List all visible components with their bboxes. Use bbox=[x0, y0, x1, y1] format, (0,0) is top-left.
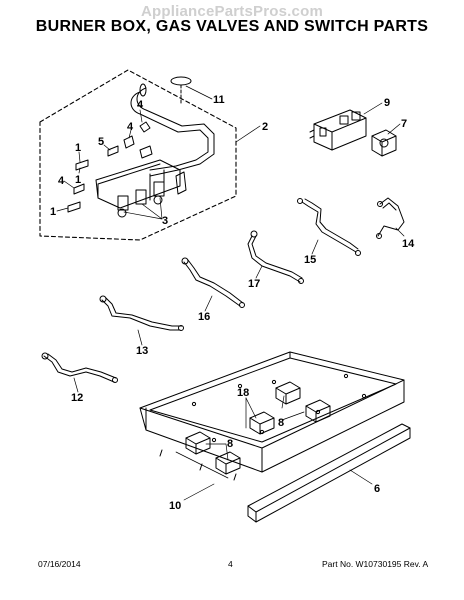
callout-9: 9 bbox=[384, 97, 390, 109]
footer-page-number: 4 bbox=[228, 559, 233, 569]
callout-1-bottom: 1 bbox=[50, 206, 56, 218]
gas-tube-17 bbox=[247, 230, 304, 284]
pan-leader-lines bbox=[183, 395, 373, 501]
switch-part bbox=[309, 109, 367, 151]
callout-8-left: 8 bbox=[227, 438, 233, 450]
burner-box-pan-part bbox=[139, 351, 405, 481]
callout-14: 14 bbox=[402, 238, 415, 250]
gas-tube-13 bbox=[99, 295, 184, 331]
gas-valve-manifold-part bbox=[95, 159, 187, 218]
assembly-boundary-outline bbox=[39, 69, 237, 241]
callout-1-mid: 1 bbox=[75, 174, 81, 186]
callout-7: 7 bbox=[401, 118, 407, 130]
callout-17: 17 bbox=[248, 278, 260, 290]
assembly-leader-lines bbox=[56, 85, 261, 220]
callout-18: 18 bbox=[237, 387, 249, 399]
callout-15: 15 bbox=[304, 254, 316, 266]
gas-tube-15 bbox=[297, 198, 361, 256]
trim-strip-part bbox=[247, 423, 411, 523]
burner-brackets-parts bbox=[185, 381, 331, 475]
valve-clips-parts bbox=[67, 121, 153, 213]
callout-16: 16 bbox=[198, 311, 210, 323]
callout-4-left: 4 bbox=[58, 175, 65, 187]
callout-13: 13 bbox=[136, 345, 148, 357]
callout-10: 10 bbox=[169, 500, 181, 512]
callout-2: 2 bbox=[262, 121, 268, 133]
callout-11: 11 bbox=[213, 94, 225, 106]
callout-1-top: 1 bbox=[75, 142, 81, 154]
footer-date: 07/16/2014 bbox=[38, 559, 81, 569]
manifold-tube bbox=[130, 83, 215, 177]
watermark: AppliancePartsPros.com bbox=[141, 3, 323, 20]
footer-part-info: Part No. W10730195 Rev. A bbox=[322, 559, 429, 569]
gas-tube-16 bbox=[181, 257, 245, 308]
callout-6: 6 bbox=[374, 483, 380, 495]
callout-4-upper: 4 bbox=[137, 99, 144, 111]
gas-tube-14 bbox=[376, 197, 405, 239]
page-title: BURNER BOX, GAS VALVES AND SWITCH PARTS bbox=[35, 18, 429, 35]
burner-cap-part bbox=[170, 76, 192, 105]
callout-labels: 1 5 4 1 4 4 1 3 11 2 9 7 14 15 17 16 13 … bbox=[50, 94, 415, 512]
callout-5: 5 bbox=[98, 136, 104, 148]
spark-module-part bbox=[371, 129, 397, 157]
callout-3: 3 bbox=[162, 215, 168, 227]
gas-tube-12 bbox=[41, 352, 118, 383]
callout-12: 12 bbox=[71, 392, 83, 404]
callout-4-top: 4 bbox=[127, 121, 134, 133]
callout-8-right: 8 bbox=[278, 417, 284, 429]
